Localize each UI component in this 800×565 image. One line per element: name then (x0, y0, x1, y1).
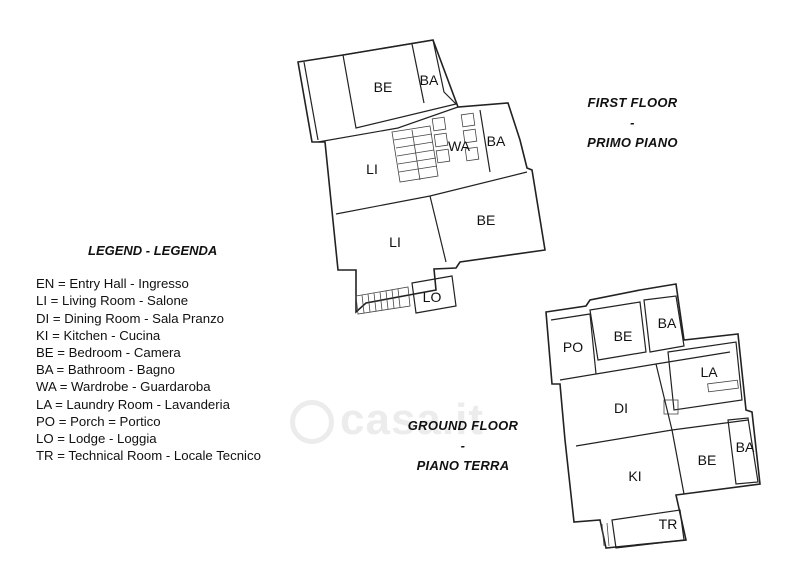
room-label: KI (628, 468, 641, 484)
room-label: BA (736, 439, 755, 455)
first-floor-title-it: PRIMO PIANO (587, 135, 678, 150)
legend-item: BA = Bathroom - Bagno (36, 362, 175, 378)
room-label: BA (420, 72, 439, 88)
room-label: WA (448, 138, 471, 154)
legend-item: LA = Laundry Room - Lavanderia (36, 396, 230, 412)
ground-floor-title-it: PIANO TERRA (416, 458, 510, 473)
first-floor-outline (297, 39, 546, 314)
ground-floor-steps (601, 522, 610, 547)
first-floor-title-separator: - (630, 115, 635, 130)
room-label: LO (423, 289, 442, 305)
ground-floor-plan: PO BE BA LA DI KI BE BA TR (545, 283, 761, 549)
room-label: DI (614, 400, 628, 416)
legend-item: KI = Kitchen - Cucina (36, 327, 161, 343)
ground-floor-title-en: GROUND FLOOR (407, 418, 519, 433)
legend-item: EN = Entry Hall - Ingresso (36, 276, 189, 292)
room-label: LI (389, 234, 401, 250)
legend-item: LI = Living Room - Salone (36, 293, 189, 309)
house-logo-icon (290, 400, 334, 445)
first-floor-title-en: FIRST FLOOR (587, 95, 678, 110)
legend-item: TR = Technical Room - Locale Tecnico (36, 448, 261, 464)
legend-item: PO = Porch = Portico (36, 413, 161, 429)
legend-item: LO = Lodge - Loggia (36, 431, 157, 447)
watermark: casa.it (290, 395, 484, 445)
loggia (411, 275, 457, 314)
first-floor-plan: BE BA LI WA BA LI BE LO (297, 39, 546, 315)
room-label: PO (563, 339, 583, 355)
room-label: BA (658, 315, 677, 331)
room-label: BE (614, 328, 633, 344)
ground-floor-title: GROUND FLOOR - PIANO TERRA (393, 416, 533, 476)
room-label: LA (700, 364, 718, 380)
legend: LEGEND - LEGENDA EN = Entry Hall - Ingre… (36, 242, 261, 464)
balcony-edge (303, 61, 319, 141)
room-label: BE (698, 452, 717, 468)
legend-title: LEGEND - LEGENDA (88, 243, 218, 258)
technical-room (611, 509, 685, 549)
legend-item: BE = Bedroom - Camera (36, 345, 181, 361)
room-label: BE (374, 79, 393, 95)
ground-floor-outline (545, 283, 761, 549)
ground-floor-title-separator: - (460, 438, 466, 453)
room-label: BA (487, 133, 506, 149)
room-label: LI (366, 161, 378, 177)
room-label: BE (477, 212, 496, 228)
watermark-text: casa.it (340, 395, 484, 444)
first-floor-title: FIRST FLOOR - PRIMO PIANO (570, 93, 695, 153)
first-floor-stairs (391, 125, 439, 183)
external-stairs (355, 286, 411, 315)
legend-item: DI = Dining Room - Sala Pranzo (36, 310, 225, 326)
wardrobe-cabinets (431, 112, 480, 164)
legend-item: WA = Wardrobe - Guardaroba (36, 379, 211, 395)
room-be-upper (342, 39, 458, 129)
room-label: TR (659, 516, 678, 532)
